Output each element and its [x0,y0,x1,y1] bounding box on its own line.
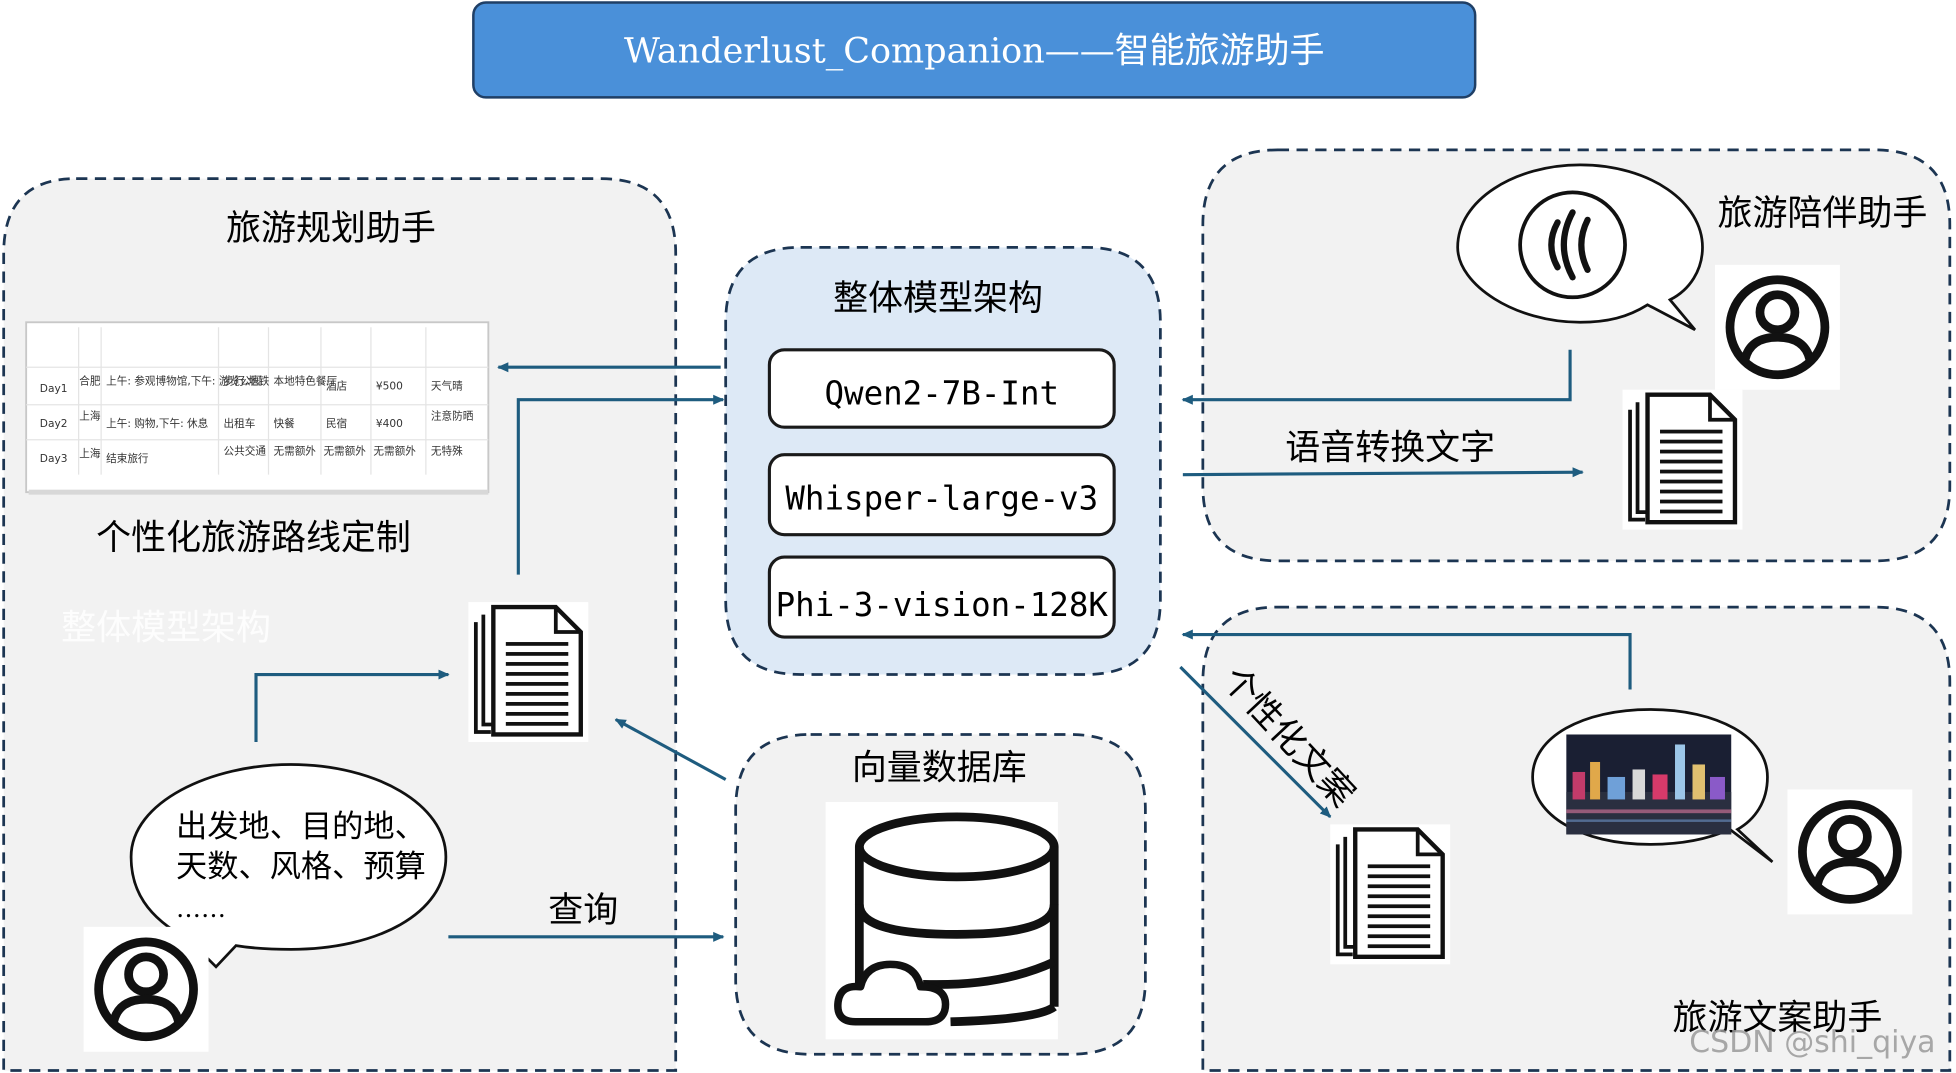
query-label: 查询 [548,891,618,931]
table-cell: 民宿 [326,417,347,430]
page-title: Wanderlust_Companion——智能旅游助手 [624,31,1325,71]
model-label-qwen: Qwen2-7B-Int [824,375,1059,413]
itinerary-table: Day1 合肥 上午: 参观博物馆,下午: 游览公园 步行,地铁 本地特色餐厅 … [25,321,490,495]
arrow-image-to-core [1181,629,1632,690]
table-cell: 出租车 [224,417,256,430]
user-icon [1787,789,1912,914]
table-cell: 结束旅行 [106,452,149,465]
architecture-title: 整体模型架构 [833,279,1043,319]
arrow-core-to-text-doc [1182,467,1584,478]
arrow-db-to-doc [614,718,727,781]
table-cell: 步行,地铁 [224,375,270,388]
table-cell: 注意防晒 [431,410,474,423]
document-icon [1330,824,1450,964]
table-caption: 个性化旅游路线定制 [96,519,411,559]
planning-title: 旅游规划助手 [226,209,436,249]
arrow-input-to-doc [254,669,450,742]
table-cell: ¥400 [376,417,403,430]
voice-wave-icon [1518,190,1627,300]
copywriting-title: 旅游文案助手 [1673,998,1883,1038]
copywriting-panel: 旅游文案助手 个性化文案 [1201,605,1952,1072]
speech-to-text-label: 语音转换文字 [1285,429,1495,469]
table-cell: 上午: 购物,下午: 休息 [106,417,209,430]
vector-database-panel: 向量数据库 [734,733,1147,1056]
arrow-core-to-copy-doc [1179,665,1332,819]
model-label-phi: Phi-3-vision-128K [776,586,1109,624]
model-box-whisper: Whisper-large-v3 [767,453,1116,537]
document-icon [1623,390,1743,530]
table-cell: ¥500 [376,380,403,393]
document-icon [468,602,588,742]
user-icon [84,927,209,1052]
model-box-phi: Phi-3-vision-128K [767,555,1116,639]
faded-architecture-label: 整体模型架构 [61,609,271,649]
table-row: Day3 [40,452,68,465]
table-cell: 上海 [79,410,101,423]
companion-panel: 旅游陪伴助手 语音转换文字 [1201,148,1952,563]
table-cell: 合肥 [79,375,101,388]
table-cell: 无特殊 [431,445,463,458]
table-row: Day2 [40,417,68,430]
table-cell: 上海 [79,447,101,460]
table-cell: 酒店 [326,380,347,393]
table-cell: 无需额外 [373,445,416,458]
database-icon [825,801,1059,1040]
arrow-voice-to-core [1181,349,1572,405]
speech-line-3: …… [176,894,226,923]
city-night-photo [1566,734,1732,835]
table-cell: 本地特色餐厅 [273,375,337,388]
arrow-doc-to-core [516,394,725,575]
speech-line-1: 出发地、目的地、 [176,809,426,845]
watermark: CSDN @shi_qiya [1689,1025,1935,1060]
title-banner: Wanderlust_Companion——智能旅游助手 [472,1,1477,99]
model-label-whisper: Whisper-large-v3 [785,480,1098,518]
table-cell: 公共交通 [224,445,267,458]
companion-title: 旅游陪伴助手 [1717,194,1927,234]
table-cell: 上午: 参观博物馆,下午: 游览公园 [106,375,261,388]
model-architecture-panel: 整体模型架构 Qwen2-7B-Int Whisper-large-v3 Phi… [724,245,1162,676]
table-cell: 无需额外 [323,445,366,458]
table-cell: 无需额外 [273,445,316,458]
table-cell: 天气晴 [431,380,463,393]
planning-panel: 旅游规划助手 Day1 合肥 上午: 参观博物馆,下午: 游览公园 步行,地铁 … [2,177,678,1072]
input-speech-bubble: 出发地、目的地、 天数、风格、预算 …… [129,763,448,969]
model-box-qwen: Qwen2-7B-Int [767,348,1116,429]
speech-line-2: 天数、风格、预算 [176,849,426,885]
user-icon [1715,265,1840,390]
table-row: Day1 [40,382,68,395]
connector-arrows [254,349,1632,942]
table-cell: 快餐 [273,417,295,430]
vector-db-title: 向量数据库 [852,748,1027,788]
